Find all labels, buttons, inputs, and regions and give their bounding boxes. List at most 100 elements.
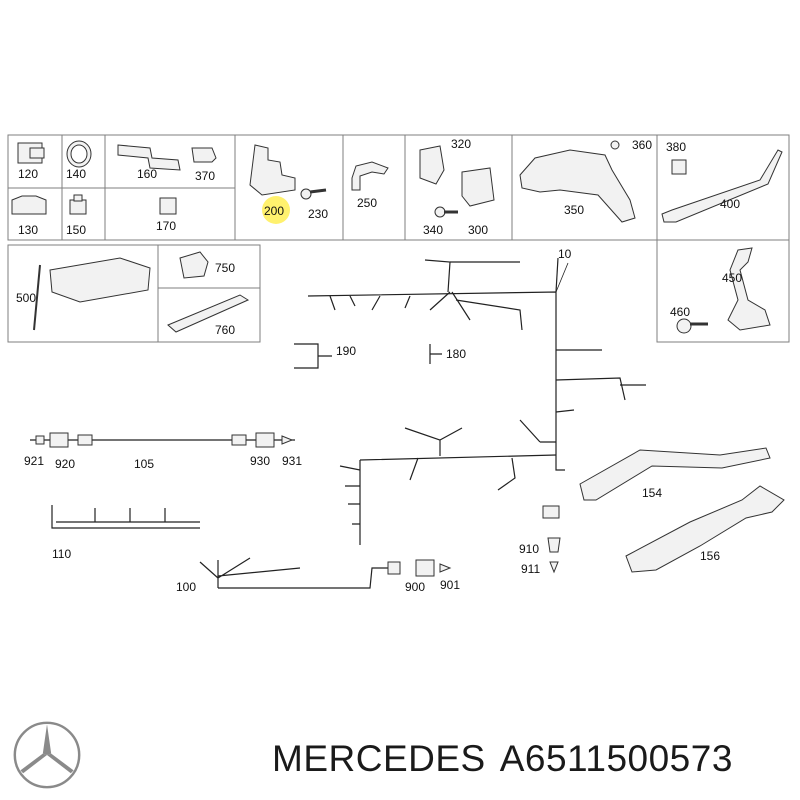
part-350-shape	[519, 149, 636, 223]
callout-750: 750	[215, 261, 235, 275]
callout-370: 370	[195, 169, 215, 183]
callout-300: 300	[468, 223, 488, 237]
part-370-shape	[191, 147, 217, 163]
part-156-rail	[625, 485, 785, 573]
harness-105[interactable]: 921 920 105 930 931	[24, 432, 302, 471]
callout-900: 900	[405, 580, 425, 594]
part-400-tie	[661, 149, 783, 223]
callout-110: 110	[52, 547, 71, 561]
callout-154: 154	[642, 486, 662, 500]
part-140[interactable]: 140	[66, 140, 92, 181]
callout-200-highlight	[262, 196, 290, 224]
callout-200: 200	[264, 204, 284, 218]
connector-930	[255, 432, 275, 448]
part-380[interactable]: 380	[666, 140, 687, 175]
callout-360: 360	[632, 138, 652, 152]
bracket-parts-box: 450 460	[656, 239, 790, 343]
callout-450: 450	[722, 271, 742, 285]
harness-100[interactable]: 100 900 901	[176, 557, 460, 594]
harness-110-wire	[51, 505, 200, 529]
top-parts-row: 120 140 160 370 130 150	[7, 134, 790, 241]
part-300-shape	[461, 167, 495, 207]
part-460[interactable]: 460	[670, 305, 708, 334]
connector-910	[547, 537, 561, 553]
part-320-shape	[419, 145, 445, 185]
part-154[interactable]: 154	[579, 447, 771, 501]
part-230[interactable]: 230	[300, 188, 328, 221]
callout-320: 320	[451, 137, 471, 151]
callout-150: 150	[66, 223, 86, 237]
part-450-shape	[727, 247, 771, 331]
part-180[interactable]: 180	[429, 344, 466, 364]
callout-380: 380	[666, 140, 686, 154]
part-750[interactable]: 750	[179, 251, 235, 279]
part-450[interactable]: 450	[722, 247, 771, 331]
mercedes-star-icon	[13, 721, 81, 789]
part-156[interactable]: 156	[625, 485, 785, 573]
part-340-bolt	[434, 206, 446, 218]
callout-400: 400	[720, 197, 740, 211]
part-190[interactable]: 190	[294, 343, 356, 369]
part-350[interactable]: 350	[519, 149, 636, 223]
part-154-rail	[579, 447, 771, 501]
part-130-shape	[11, 195, 47, 215]
callout-130: 130	[18, 223, 38, 237]
callout-920: 920	[55, 457, 75, 471]
callout-180: 180	[446, 347, 466, 361]
part-150-shape	[69, 199, 87, 215]
part-370[interactable]: 370	[191, 147, 217, 183]
module-box-frame	[7, 244, 261, 343]
part-460-bolt	[676, 318, 692, 334]
connector-900	[415, 559, 435, 577]
harness-10[interactable]: 10	[307, 247, 646, 545]
connector-910-top	[542, 505, 560, 519]
part-250-shape	[351, 161, 389, 191]
part-170-shape	[159, 197, 177, 215]
callout-140: 140	[66, 167, 86, 181]
bracket-box-frame	[656, 239, 790, 343]
callout-340: 340	[423, 223, 443, 237]
callout-160: 160	[137, 167, 157, 181]
parts-diagram: 120 140 160 370 130 150	[7, 134, 790, 594]
part-160-shape	[117, 144, 181, 171]
callout-500: 500	[16, 291, 36, 305]
footer-text: MERCEDES A6511500573	[272, 738, 733, 780]
brand-name: MERCEDES	[272, 738, 486, 779]
callout-460: 460	[670, 305, 690, 319]
part-number: A6511500573	[499, 738, 733, 779]
part-380-shape	[671, 159, 687, 175]
part-130[interactable]: 130	[11, 195, 47, 237]
harness-110[interactable]: 110	[51, 505, 200, 561]
callout-911: 911	[521, 562, 540, 576]
part-500[interactable]: 500	[16, 257, 151, 331]
part-120[interactable]: 120	[17, 142, 45, 181]
callout-100: 100	[176, 580, 196, 594]
part-760[interactable]: 760	[167, 294, 250, 337]
callout-350: 350	[564, 203, 584, 217]
part-400[interactable]: 400	[661, 149, 783, 223]
connector-920	[49, 432, 69, 448]
callout-760: 760	[215, 323, 235, 337]
callout-120: 120	[18, 167, 38, 181]
part-910[interactable]: 910 911	[519, 505, 561, 576]
module-parts-box: 500 750 760	[7, 244, 261, 343]
callout-230: 230	[308, 207, 328, 221]
part-360[interactable]: 360	[610, 138, 652, 152]
part-340[interactable]: 340	[423, 206, 458, 237]
part-750-shape	[179, 251, 209, 279]
part-360-bolt	[610, 140, 620, 150]
part-300[interactable]: 300	[461, 167, 495, 237]
part-250[interactable]: 250	[351, 161, 389, 210]
callout-170: 170	[156, 219, 176, 233]
callout-921: 921	[24, 454, 44, 468]
part-230-head	[300, 188, 312, 200]
part-320[interactable]: 320	[419, 137, 471, 185]
part-200-shape	[249, 144, 296, 196]
callout-910: 910	[519, 542, 539, 556]
part-170[interactable]: 170	[156, 197, 177, 233]
callout-10: 10	[558, 247, 572, 261]
part-160[interactable]: 160	[117, 144, 181, 181]
part-200[interactable]: 200	[249, 144, 296, 224]
part-190-shape	[294, 343, 332, 369]
part-150[interactable]: 150	[66, 194, 87, 237]
